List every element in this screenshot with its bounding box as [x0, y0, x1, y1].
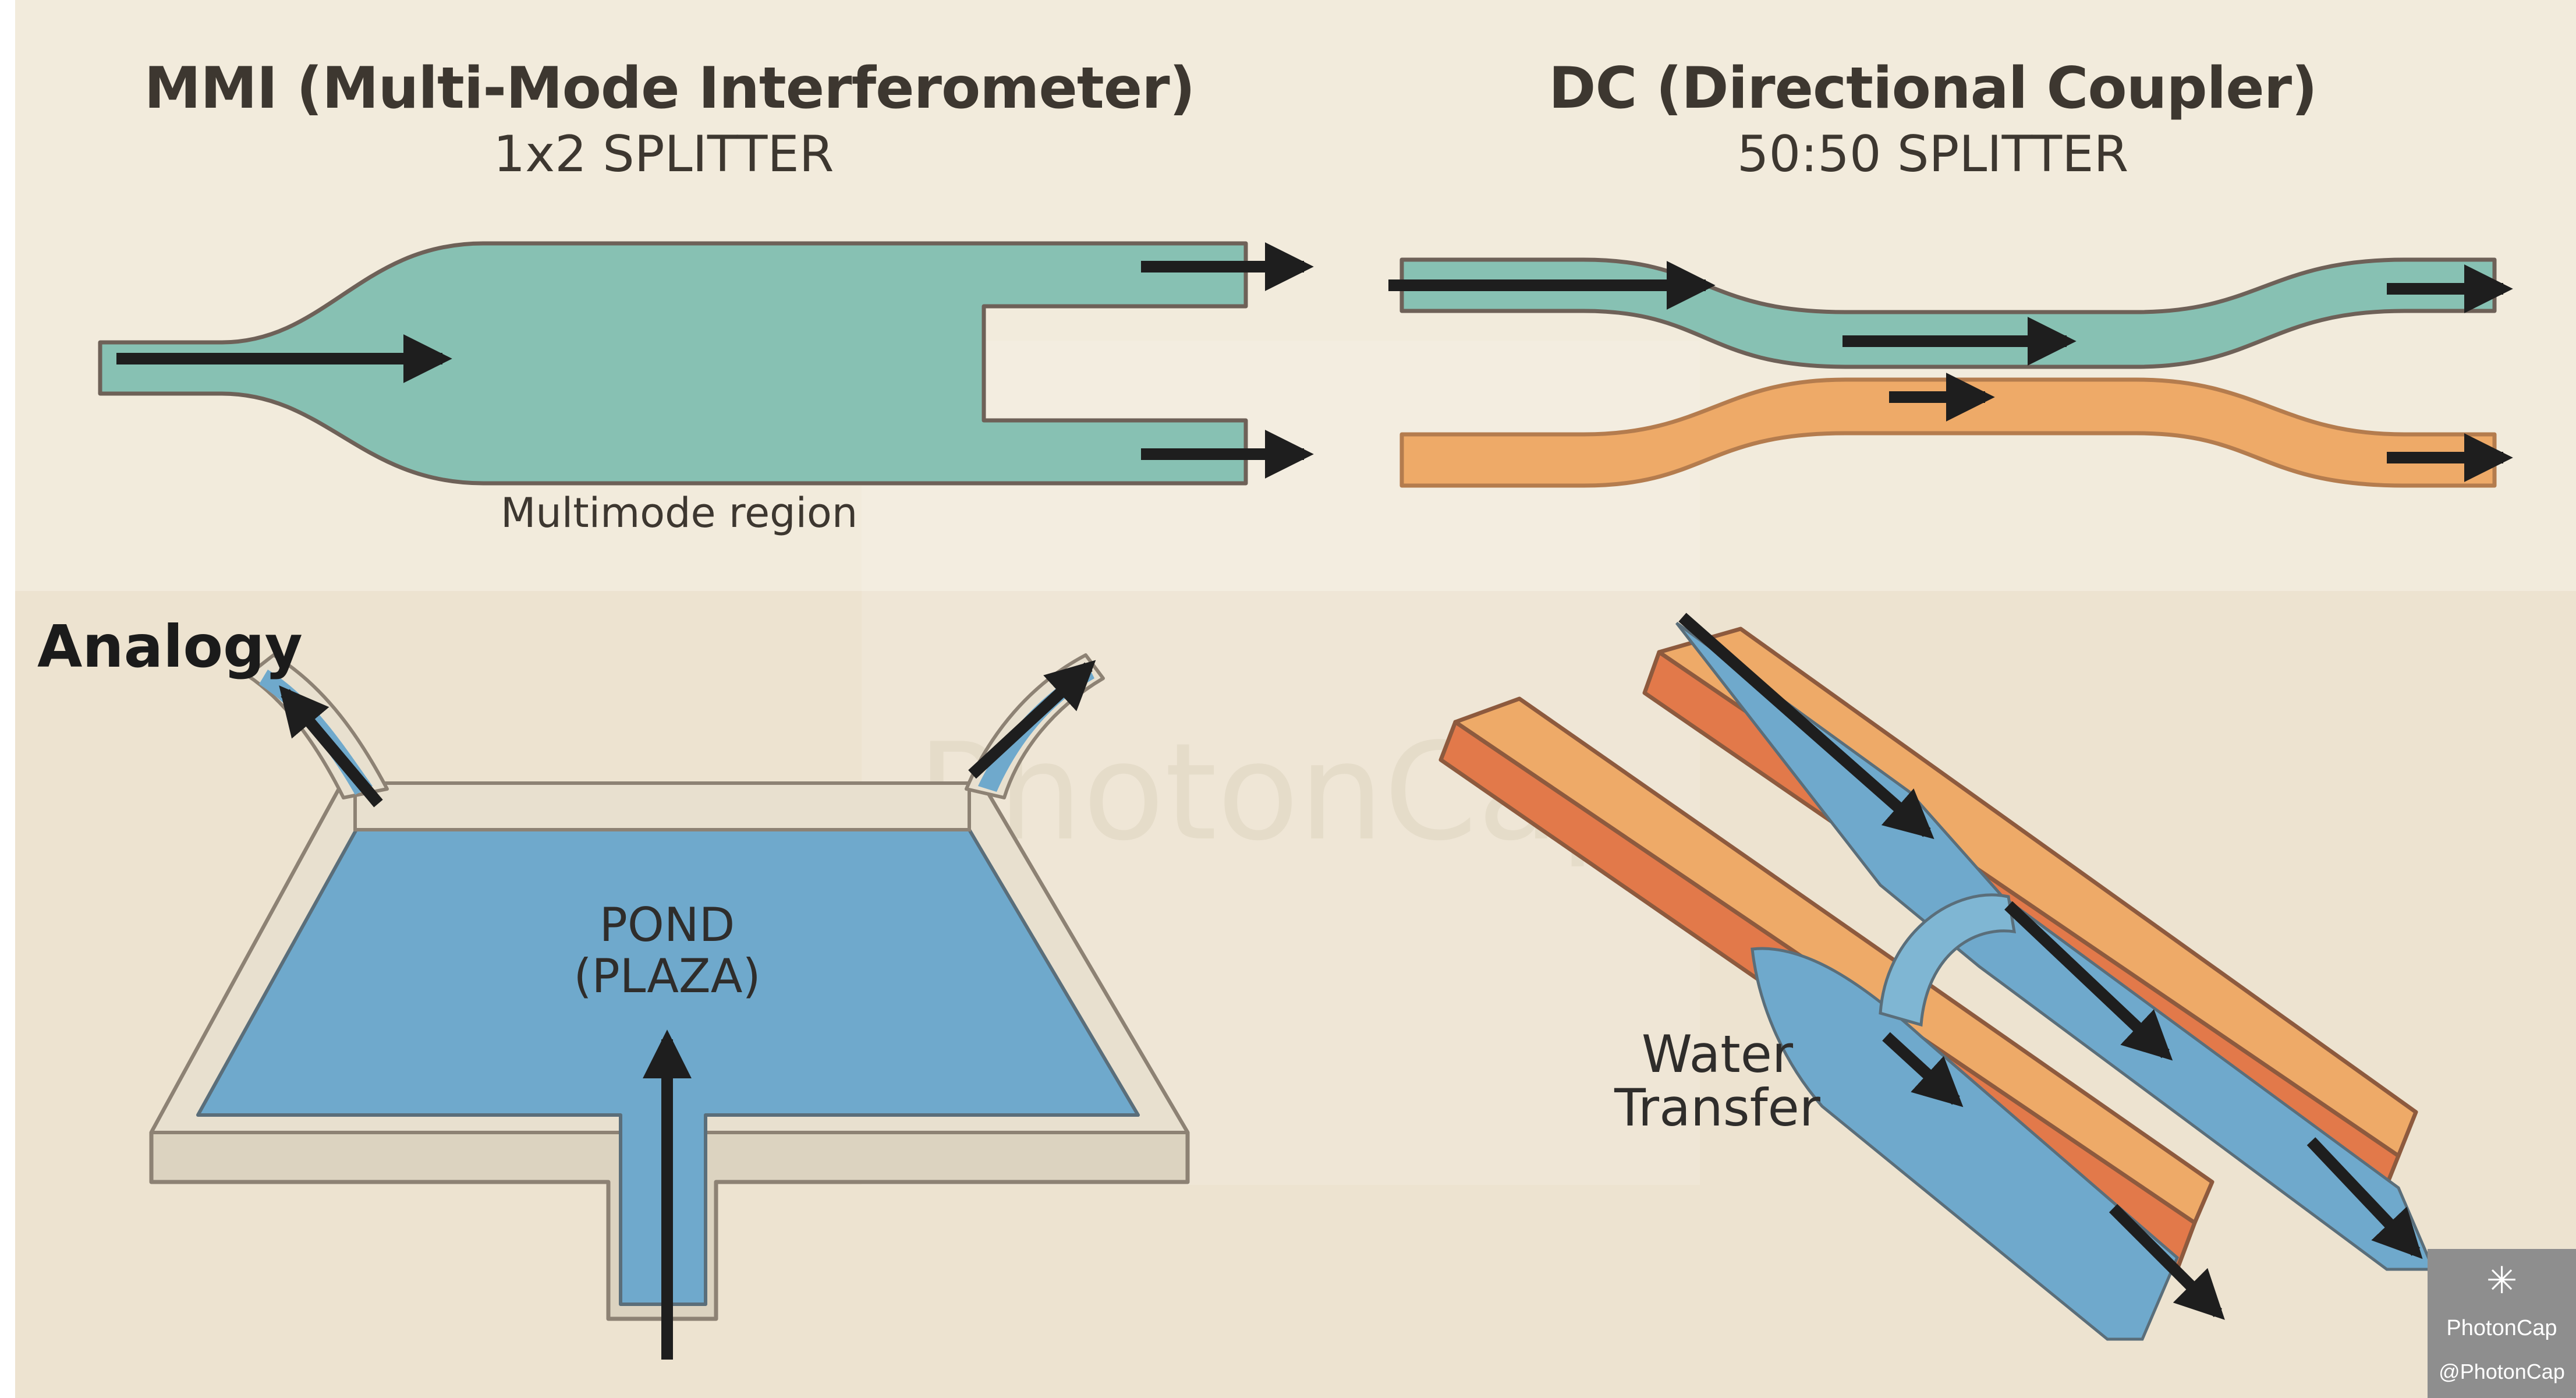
- left-margin: [0, 0, 15, 1398]
- water-label-line2: Transfer: [1614, 1078, 1820, 1138]
- mmi-waveguide: [98, 241, 1248, 486]
- photoncap-badge: ✳ PhotonCap @PhotonCap: [2428, 1249, 2576, 1398]
- channel-input-arrow: [1678, 613, 1934, 840]
- pond-label-line2: (PLAZA): [573, 949, 761, 1003]
- pond-arrows: [279, 660, 1096, 1360]
- sparkle-icon: ✳: [2486, 1259, 2518, 1303]
- badge-handle: @PhotonCap: [2439, 1360, 2565, 1383]
- dc-title: DC (Directional Coupler): [1549, 55, 2318, 122]
- pond-label: POND (PLAZA): [573, 900, 760, 1002]
- channel-output-arrow-bottom: [2109, 1204, 2225, 1320]
- pond-output-arrow-left: [279, 685, 383, 808]
- pond-label-line1: POND: [599, 898, 735, 952]
- pond-output-arrow-right: [968, 660, 1096, 779]
- channel-arrows: [1678, 613, 2423, 1320]
- dc-subtitle: 50:50 SPLITTER: [1737, 125, 2129, 183]
- dc-arrows: [1388, 261, 2513, 482]
- water-transfer-label: Water Transfer: [1614, 1024, 1820, 1138]
- mmi-subtitle: 1x2 SPLITTER: [493, 125, 834, 183]
- mmi-region-label: Multimode region: [501, 489, 858, 537]
- channel-output-arrow-top: [2306, 1137, 2423, 1259]
- badge-name: PhotonCap: [2446, 1316, 2557, 1340]
- channel-arrow-mid-bottom: [1882, 1032, 1964, 1107]
- dc-waveguide-orange: [1399, 377, 2497, 488]
- analogy-heading: Analogy: [37, 613, 303, 681]
- mmi-arrows: [116, 242, 1314, 479]
- mmi-title: MMI (Multi-Mode Interferometer): [144, 55, 1196, 122]
- water-label-line1: Water: [1641, 1024, 1794, 1084]
- channel-arrow-mid-top: [2004, 901, 2173, 1061]
